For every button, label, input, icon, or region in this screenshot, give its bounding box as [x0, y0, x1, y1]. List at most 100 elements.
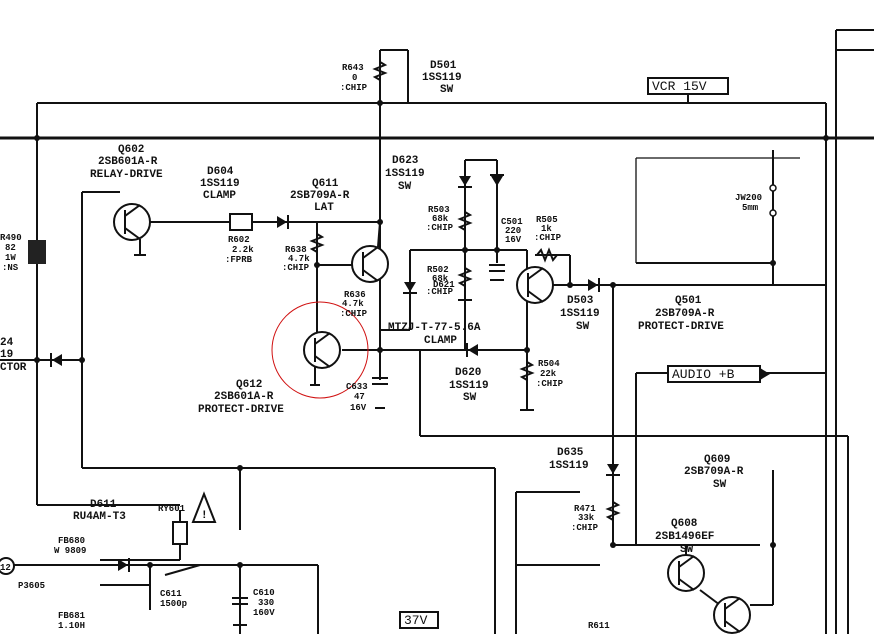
d503-label: D503 — [567, 295, 594, 307]
fb680-label: FB680 — [58, 536, 85, 546]
r490-wattage: 1W — [5, 253, 16, 263]
connector-pin-label: 12 — [0, 563, 11, 573]
d620-function: SW — [463, 392, 477, 404]
d623-function: SW — [398, 181, 412, 193]
jw200-value: 5mm — [742, 203, 759, 213]
q611-function: LAT — [314, 202, 334, 214]
r505-type: :CHIP — [534, 233, 562, 243]
r611-label: R611 — [588, 621, 610, 631]
r505-value: 1k — [541, 224, 552, 234]
q609-part: 2SB709A-R — [684, 466, 744, 478]
q602-part: 2SB601A-R — [98, 156, 158, 168]
fb680-value: W 9809 — [54, 546, 86, 556]
d611-part: RU4AM-T3 — [73, 511, 126, 523]
r504-type: :CHIP — [536, 379, 564, 389]
r643-value: 0 — [352, 73, 357, 83]
ry601-label: RY601 — [158, 504, 186, 514]
q608-function: SW — [680, 544, 694, 556]
d621-label: D621 — [433, 280, 455, 290]
fb681-label: FB681 — [58, 611, 86, 621]
r471-value: 33k — [578, 513, 595, 523]
r602-value: 2.2k — [232, 245, 254, 255]
left-number-19: 19 — [0, 349, 13, 361]
r638-type: :CHIP — [282, 263, 310, 273]
q501-label: Q501 — [675, 295, 702, 307]
d621-part: MTZJ-T-77-5.6A — [388, 322, 481, 334]
junction-dots — [34, 100, 829, 568]
d623-label: D623 — [392, 155, 419, 167]
r636-value: 4.7k — [342, 299, 364, 309]
q609-function: SW — [713, 479, 727, 491]
ground-symbols — [134, 254, 534, 626]
q602-function: RELAY-DRIVE — [90, 169, 163, 181]
vcr-15v-tag-box — [647, 77, 729, 95]
q501-function: PROTECT-DRIVE — [638, 321, 724, 333]
r502-type: :CHIP — [426, 287, 454, 297]
q612-label: Q612 — [236, 379, 262, 391]
r504-value: 22k — [540, 369, 557, 379]
d501-function: SW — [440, 84, 454, 96]
c611-label: C611 — [160, 589, 182, 599]
v37-tag-box — [399, 611, 439, 629]
d620-part: 1SS119 — [449, 380, 489, 392]
c633-label: C633 — [346, 382, 368, 392]
transistor-q608-symbol — [667, 554, 705, 592]
r471-type: :CHIP — [571, 523, 599, 533]
r636-type: :CHIP — [340, 309, 368, 319]
left-number-24: 24 — [0, 337, 14, 349]
resistor-r490-block — [28, 240, 46, 264]
c610-value: 330 — [258, 598, 274, 608]
r503-type: :CHIP — [426, 223, 454, 233]
r638-label: R638 — [285, 245, 307, 255]
c501-voltage: 16V — [505, 235, 522, 245]
r490-label: R490 — [0, 233, 22, 243]
c501-label: C501 — [501, 217, 523, 227]
c611-value: 1500p — [160, 599, 187, 609]
q608-part: 2SB1496EF — [655, 531, 714, 543]
d611-label: D611 — [90, 499, 117, 511]
svg-text:!: ! — [201, 510, 208, 522]
transistor-q602-symbol — [113, 203, 151, 255]
diodes — [50, 174, 620, 572]
connector-label: CTOR — [0, 362, 27, 374]
r503-value: 68k — [432, 214, 449, 224]
vcr-15v-tag: VCR 15V — [652, 79, 707, 94]
d621-function: CLAMP — [424, 335, 457, 347]
d501-part: 1SS119 — [422, 72, 462, 84]
r490-type: :NS — [2, 263, 19, 273]
r643-type: :CHIP — [340, 83, 368, 93]
highlight-circle-q612 — [271, 301, 369, 399]
connector-pin-12 — [0, 557, 15, 575]
v37-tag: 37V — [404, 613, 428, 628]
r502-value: 68k — [432, 274, 449, 284]
resistor-r602-block — [229, 213, 253, 231]
q611-part: 2SB709A-R — [290, 190, 350, 202]
r471-label: R471 — [574, 504, 596, 514]
capacitors — [232, 264, 505, 605]
jw200-label: JW200 — [735, 193, 762, 203]
r505-label: R505 — [536, 215, 558, 225]
c610-label: C610 — [253, 588, 275, 598]
r504-label: R504 — [538, 359, 560, 369]
transistor-q612-symbol — [303, 331, 341, 385]
q609-label: Q609 — [704, 454, 730, 466]
q602-label: Q602 — [118, 144, 144, 156]
r643-label: R643 — [342, 63, 364, 73]
warning-triangle-icon — [191, 491, 217, 523]
d503-function: SW — [576, 321, 590, 333]
r503-label: R503 — [428, 205, 450, 215]
r602-label: R602 — [228, 235, 250, 245]
c633-value: 47 — [354, 392, 365, 402]
c633-voltage: 16V — [350, 403, 367, 413]
r638-value: 4.7k — [288, 254, 310, 264]
transistor-q609-symbol — [713, 596, 751, 634]
d604-part: 1SS119 — [200, 178, 240, 190]
d503-part: 1SS119 — [560, 308, 600, 320]
q611-label: Q611 — [312, 178, 339, 190]
c501-value: 220 — [505, 226, 521, 236]
q608-label: Q608 — [671, 518, 698, 530]
r502-label: R502 — [427, 265, 449, 275]
c610-voltage: 160V — [253, 608, 275, 618]
d635-label: D635 — [557, 447, 584, 459]
